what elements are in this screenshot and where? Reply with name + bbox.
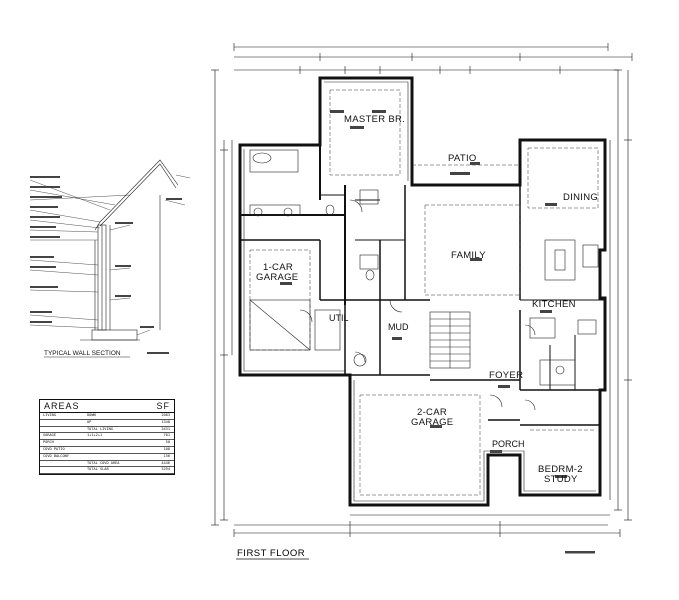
wall-section-title: TYPICAL WALL SECTION [44,350,121,357]
stairs [429,311,471,369]
table-row: TOTAL COVD AREA 4446 [40,461,174,468]
areas-table-header: AREAS SF [40,400,174,413]
room-util: UTIL [329,313,349,323]
areas-cell-name [40,461,87,467]
exterior-walls [238,76,607,507]
areas-cell-sf: 3431 [161,426,170,431]
table-row: UP 1348 [40,420,174,427]
room-garage1-line1: 1-CAR [263,262,293,273]
table-row: TOTAL LIVING 3431 [40,427,174,434]
table-row: COVD PATIO 108 [40,447,174,454]
room-family: FAMILY [451,250,486,261]
areas-cell-sub [87,454,137,460]
areas-cell-name: COVD PATIO [43,446,65,451]
areas-cell-sub: UP [87,419,92,424]
room-study: STUDY [544,474,578,485]
areas-cell-sub: TOTAL LIVING [87,426,113,431]
areas-cell-sub [87,447,137,453]
table-row: GARAGE 1+1+2+1 701 [40,433,174,441]
room-foyer: FOYER [489,370,523,381]
dimension-lines [211,43,633,537]
table-row: TOTAL SLAB 3294 [40,467,174,475]
scale-note [565,551,595,554]
room-kitchen: KITCHEN [532,299,576,310]
areas-cell-sub: DOWN [87,413,96,417]
areas-cell-name: COVD BALCONY [43,453,69,458]
dashed-lines [249,89,599,496]
areas-cell-name [40,467,87,473]
areas-cell-sf: 3294 [161,467,170,472]
areas-header-sf: SF [156,401,170,411]
room-mud: MUD [388,322,409,332]
room-garage1-line2: GARAGE [256,272,298,283]
areas-cell-name: PORCH [43,440,54,445]
areas-cell-sf: 701 [163,433,171,438]
areas-cell-name: GARAGE [43,433,56,438]
areas-cell-sf: 1348 [161,419,170,424]
first-floor-title: FIRST FLOOR [237,548,305,559]
areas-cell-sf: 4446 [161,460,170,465]
room-porch: PORCH [492,439,525,449]
areas-cell-sf: 50 [165,440,170,445]
small-annotations [280,110,567,478]
doors [299,199,536,411]
room-garage2-line1: 2-CAR [417,407,447,418]
areas-cell-sf: 2083 [161,413,170,417]
room-master: MASTER BR. [344,114,405,125]
areas-cell-sub: 1+1+2+1 [87,433,103,438]
table-row: LIVING DOWN 2083 [40,413,174,420]
areas-cell-sub: TOTAL COVD AREA [87,460,120,465]
areas-cell-name: LIVING [43,413,56,417]
interior-walls [240,145,605,426]
areas-cell-name [40,427,87,433]
areas-cell-sub: TOTAL SLAB [87,467,109,472]
room-labels: MASTER BR. PATIO DINING FAMILY 1-CAR GAR… [256,114,598,485]
areas-cell-sf: 156 [163,453,171,458]
room-dining: DINING [563,192,598,203]
table-row: PORCH 50 [40,440,174,447]
room-bedrm: BEDRM-2 [538,464,583,475]
areas-header-label: AREAS [44,401,80,411]
room-patio: PATIO [448,153,477,164]
table-row: COVD BALCONY 156 [40,454,174,461]
areas-cell-name [40,420,87,426]
room-garage2-line2: GARAGE [411,417,453,428]
fixtures [249,149,599,386]
wall-section-detail: TYPICAL WALL SECTION [29,159,191,358]
areas-cell-sub [87,440,137,446]
areas-cell-sf: 108 [163,446,171,451]
